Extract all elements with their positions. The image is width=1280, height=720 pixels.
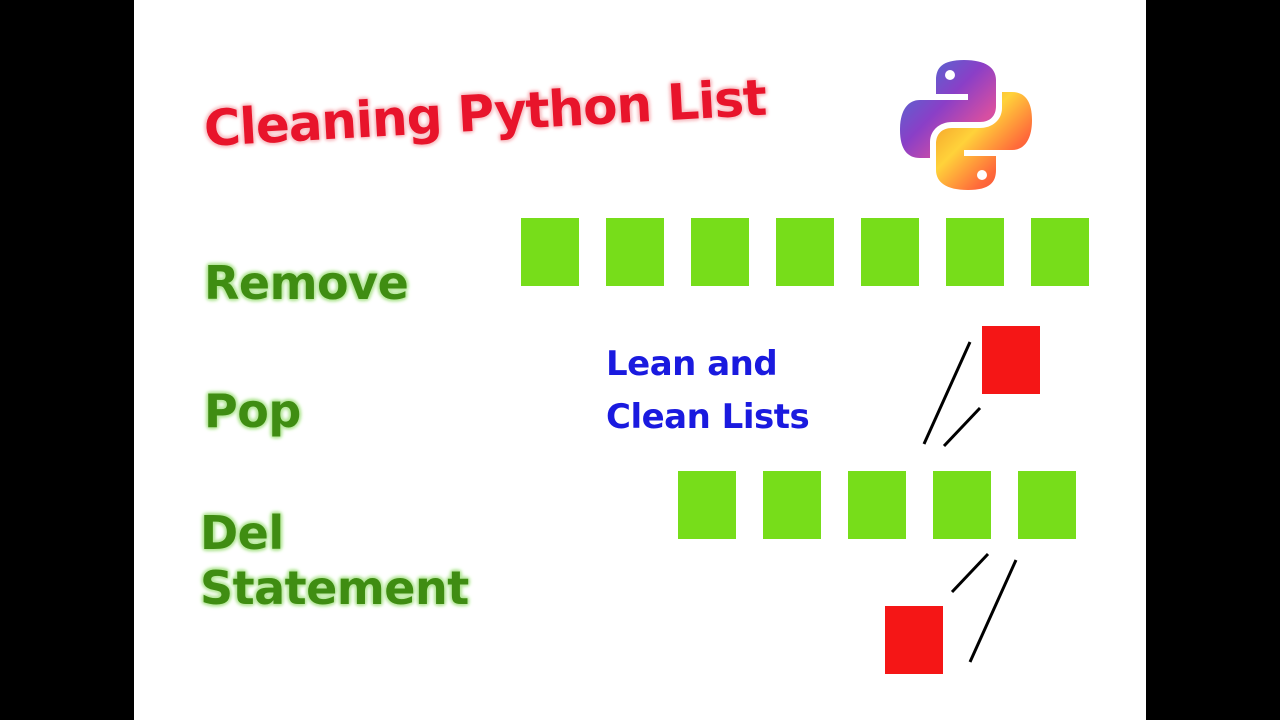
list-item	[763, 471, 821, 539]
list-item	[933, 471, 991, 539]
list-item	[861, 218, 919, 286]
thumbnail-canvas: Cleaning Python List Remove Pop Del Stat…	[134, 0, 1146, 720]
removed-item-lower	[885, 606, 943, 674]
list-item	[776, 218, 834, 286]
list-middle	[678, 471, 1076, 539]
motion-line	[942, 406, 982, 448]
method-del-line1: Del	[200, 506, 284, 560]
list-item	[521, 218, 579, 286]
tagline-line2: Clean Lists	[606, 397, 810, 437]
tagline: Lean and Clean Lists	[606, 338, 810, 444]
method-del-statement: Del Statement	[200, 506, 469, 616]
motion-line	[968, 559, 1018, 663]
method-del-line2: Statement	[200, 561, 469, 616]
motion-lines	[922, 341, 1018, 663]
method-pop: Pop	[204, 384, 301, 438]
list-item	[678, 471, 736, 539]
list-top	[521, 218, 1089, 286]
motion-line	[922, 341, 972, 445]
list-item	[1031, 218, 1089, 286]
list-item	[691, 218, 749, 286]
motion-line	[950, 552, 990, 594]
list-item	[1018, 471, 1076, 539]
tagline-line1: Lean and	[606, 344, 778, 384]
removed-item-upper	[982, 326, 1040, 394]
python-logo-icon	[900, 60, 1032, 190]
method-remove: Remove	[204, 256, 409, 310]
list-item	[848, 471, 906, 539]
list-item	[606, 218, 664, 286]
list-item	[946, 218, 1004, 286]
